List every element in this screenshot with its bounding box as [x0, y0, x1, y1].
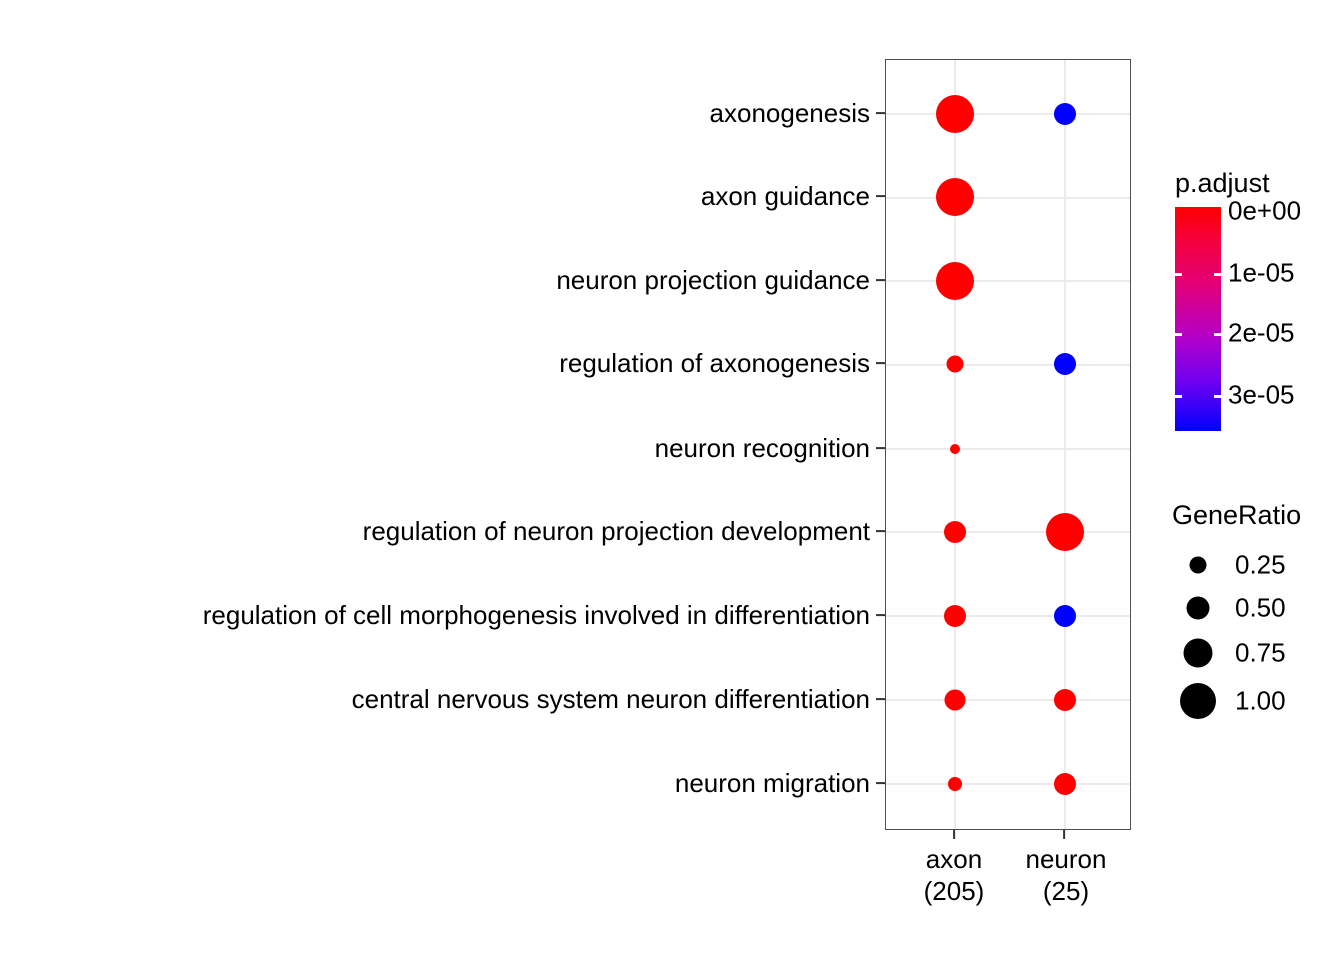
colorbar-label-1: 1e-05 [1228, 257, 1295, 288]
y-axis-tick [876, 447, 885, 449]
size-legend-label-100: 1.00 [1235, 685, 1286, 716]
gridline-horizontal [886, 197, 1130, 199]
colorbar-tick [1214, 273, 1221, 276]
data-point[interactable] [944, 521, 966, 543]
x-axis-tick [1063, 830, 1065, 839]
y-axis-tick [876, 195, 885, 197]
y-axis-label-regulation-of-neuron-projection-development: regulation of neuron projection developm… [362, 516, 870, 546]
x-axis-label-neuron: neuron (25) [966, 843, 1166, 907]
size-legend-dot [1186, 596, 1210, 620]
size-legend-dot [1180, 683, 1216, 719]
x-axis-label-axon-count: (205) [923, 876, 985, 906]
colorbar-tick [1214, 395, 1221, 398]
data-point[interactable] [936, 262, 974, 300]
y-axis-tick [876, 614, 885, 616]
x-axis-label-axon-name: axon [925, 844, 983, 874]
x-axis-tick [953, 830, 955, 839]
size-legend-dot [1189, 556, 1207, 574]
data-point[interactable] [944, 605, 966, 627]
y-axis-label-neuron-migration: neuron migration [674, 768, 870, 798]
y-axis-label-axonogenesis: axonogenesis [709, 98, 870, 128]
colorbar-tick [1175, 333, 1182, 336]
y-axis-label-regulation-of-cell-morphogenesis: regulation of cell morphogenesis involve… [202, 600, 870, 630]
colorbar-tick [1214, 333, 1221, 336]
gridline-horizontal [886, 113, 1130, 115]
colorbar-label-2: 2e-05 [1228, 317, 1295, 348]
gridline-horizontal [886, 364, 1130, 366]
data-point[interactable] [1054, 103, 1076, 125]
y-axis-tick [876, 112, 885, 114]
y-axis-label-neuron-recognition: neuron recognition [654, 433, 870, 463]
legend-title-padjust: p.adjust [1175, 168, 1270, 198]
y-axis-label-axon-guidance: axon guidance [700, 181, 870, 211]
gridline-horizontal [886, 531, 1130, 533]
y-axis-tick [876, 698, 885, 700]
y-axis-label-neuron-projection-guidance: neuron projection guidance [556, 265, 870, 295]
data-point[interactable] [1054, 773, 1076, 795]
data-point[interactable] [944, 689, 966, 711]
gridline-horizontal [886, 699, 1130, 701]
y-axis-tick [876, 782, 885, 784]
colorbar-gradient [1175, 207, 1221, 431]
gridline-horizontal [886, 615, 1130, 617]
y-axis-tick [876, 279, 885, 281]
data-point[interactable] [948, 777, 962, 791]
data-point[interactable] [1054, 689, 1076, 711]
gridline-vertical [1064, 60, 1066, 829]
colorbar-tick [1175, 395, 1182, 398]
gridline-horizontal [886, 783, 1130, 785]
y-axis-label-cns-neuron-differentiation: central nervous system neuron differenti… [351, 684, 870, 714]
colorbar-label-3: 3e-05 [1228, 379, 1295, 410]
legend-title-generatio: GeneRatio [1172, 500, 1302, 530]
data-point[interactable] [936, 95, 974, 133]
data-point[interactable] [1046, 513, 1084, 551]
colorbar-tick [1175, 273, 1182, 276]
gridline-horizontal [886, 448, 1130, 450]
size-legend-label-025: 0.25 [1235, 549, 1286, 580]
plot-panel [885, 59, 1131, 830]
size-legend-label-075: 0.75 [1235, 637, 1286, 668]
size-legend-dot [1183, 638, 1213, 668]
y-axis-tick [876, 362, 885, 364]
data-point[interactable] [936, 178, 974, 216]
colorbar-label-0: 0e+00 [1228, 195, 1302, 226]
colorbar-padjust [1175, 207, 1221, 431]
data-point[interactable] [950, 444, 960, 454]
data-point[interactable] [1054, 605, 1076, 627]
data-point[interactable] [1054, 353, 1076, 375]
gridline-horizontal [886, 280, 1130, 282]
x-axis-label-neuron-count: (25) [1042, 876, 1090, 906]
y-axis-label-regulation-of-axonogenesis: regulation of axonogenesis [559, 348, 870, 378]
data-point[interactable] [946, 355, 964, 373]
x-axis-label-neuron-name: neuron [1025, 844, 1107, 874]
y-axis-tick [876, 530, 885, 532]
x-axis-label-axon: axon (205) [854, 843, 1054, 907]
size-legend-label-050: 0.50 [1235, 592, 1286, 623]
